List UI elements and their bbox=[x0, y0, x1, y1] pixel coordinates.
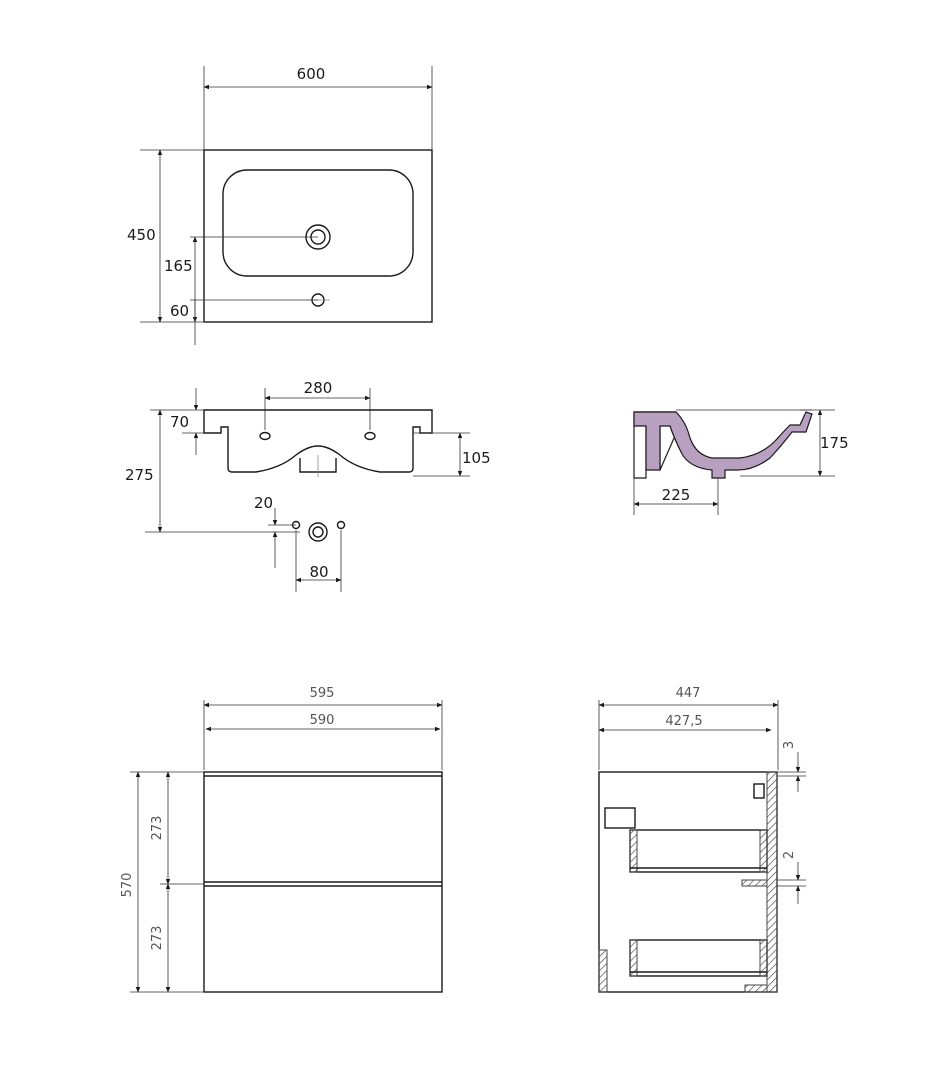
divider-shelf bbox=[741, 879, 768, 887]
bowl-outline bbox=[222, 169, 414, 277]
dim-side-outer-depth: 447 bbox=[676, 686, 701, 701]
section-view: 175 225 bbox=[633, 409, 849, 515]
upper-drawer-back bbox=[759, 829, 768, 873]
basin-outline bbox=[203, 149, 433, 323]
front-foot bbox=[598, 949, 608, 993]
dim-top-tap-offset: 60 bbox=[170, 302, 189, 320]
cabinet-side-view: 447 427,5 3 2 bbox=[598, 686, 806, 993]
dim-top-depth: 450 bbox=[127, 226, 156, 244]
dim-front-rim-height: 70 bbox=[170, 413, 189, 431]
cabinet-front-view: 595 590 570 273 273 bbox=[120, 686, 443, 993]
dim-section-drain-depth: 225 bbox=[662, 486, 691, 504]
dim-front-tap-spacing: 280 bbox=[304, 379, 333, 397]
dim-side-top-gap: 3 bbox=[782, 741, 797, 749]
lower-drawer-back bbox=[759, 939, 768, 977]
rear-foot bbox=[744, 984, 768, 993]
bottom-hole-right bbox=[336, 520, 346, 530]
dim-front-hole-offset: 20 bbox=[254, 494, 273, 512]
dim-cab-inner-width: 590 bbox=[310, 713, 335, 728]
top-view: 600 450 165 60 bbox=[127, 65, 433, 345]
back-panel bbox=[766, 771, 778, 993]
top-bracket bbox=[753, 783, 765, 799]
dim-top-width: 600 bbox=[297, 65, 326, 83]
dim-side-mid-gap: 2 bbox=[782, 851, 797, 859]
front-tap-hole-left bbox=[259, 431, 271, 441]
bottom-drain-outer bbox=[308, 522, 328, 542]
front-basin-outline bbox=[203, 409, 433, 473]
dim-cab-drawer-bottom: 273 bbox=[150, 926, 165, 951]
dim-cab-outer-width: 595 bbox=[310, 686, 335, 701]
upper-drawer-box bbox=[629, 829, 768, 873]
upper-drawer-front bbox=[629, 829, 638, 873]
siphon-box bbox=[604, 807, 636, 829]
dim-section-height: 175 bbox=[820, 434, 849, 452]
front-tap-hole-right bbox=[364, 431, 376, 441]
front-view: 280 70 275 105 20 bbox=[125, 379, 491, 592]
section-body bbox=[633, 411, 813, 479]
lower-drawer-front bbox=[629, 939, 638, 977]
dim-top-drain-offset: 165 bbox=[164, 257, 193, 275]
bottom-drain-inner bbox=[312, 526, 324, 538]
dim-cab-drawer-top: 273 bbox=[150, 816, 165, 841]
dim-front-total-height: 275 bbox=[125, 466, 154, 484]
lower-drawer-box bbox=[629, 939, 768, 977]
dim-side-inner-depth: 427,5 bbox=[665, 714, 702, 729]
dim-cab-total-height: 570 bbox=[120, 873, 135, 898]
dim-front-bowl-height: 105 bbox=[462, 449, 491, 467]
dim-front-hole-spacing: 80 bbox=[309, 563, 328, 581]
